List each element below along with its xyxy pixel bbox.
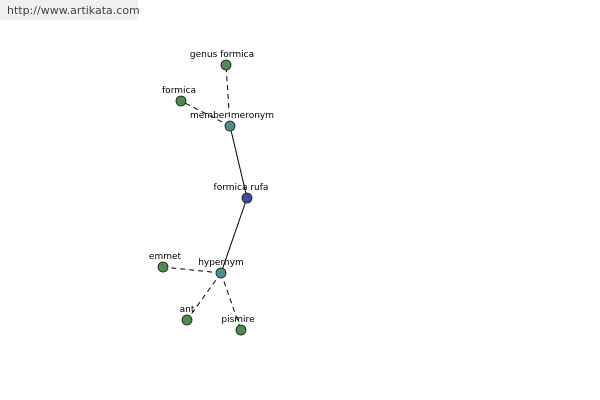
edge-formica-rufa-to-hypernym: [220, 197, 248, 274]
node-pismire[interactable]: [235, 324, 247, 336]
node-label-hypernym: hypernym: [198, 258, 244, 268]
node-label-formica-rufa: formica rufa: [214, 183, 269, 193]
node-formica[interactable]: [175, 95, 187, 107]
node-label-pismire: pismire: [221, 315, 255, 325]
node-genus-formica[interactable]: [220, 59, 232, 71]
source-url-banner: http://www.artikata.com: [0, 0, 140, 20]
node-emmet[interactable]: [157, 261, 169, 273]
edge-member-meronym-to-formica: [180, 100, 231, 127]
edges-layer: [162, 64, 248, 331]
node-member-meronym[interactable]: [224, 120, 236, 132]
nodes-layer: [157, 59, 253, 336]
node-ant[interactable]: [181, 314, 193, 326]
node-formica-rufa[interactable]: [241, 192, 253, 204]
edge-hypernym-to-pismire: [220, 272, 242, 331]
edge-formica-rufa-to-member-meronym: [229, 125, 248, 199]
edge-member-meronym-to-genus-formica: [225, 64, 231, 127]
node-label-emmet: emmet: [149, 252, 182, 262]
node-label-ant: ant: [180, 305, 195, 315]
node-label-member-meronym: member meronym: [190, 111, 274, 121]
labels-layer: genus formica formica member meronym formic…: [149, 50, 274, 325]
edge-hypernym-to-ant: [186, 272, 222, 321]
node-hypernym[interactable]: [215, 267, 227, 279]
node-label-genus-formica: genus formica: [190, 50, 254, 60]
edge-hypernym-to-emmet: [162, 266, 222, 274]
node-label-formica: formica: [162, 86, 196, 96]
